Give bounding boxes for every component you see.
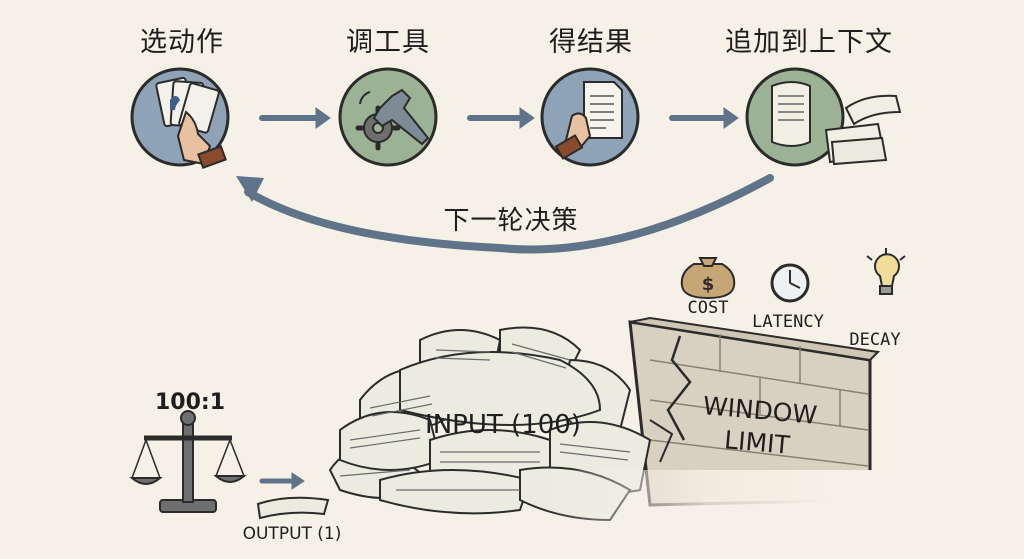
loop-arrow: [236, 174, 774, 254]
balance-scale-icon: [129, 410, 247, 513]
step-1-circle: [130, 67, 230, 169]
output-arrow: [259, 472, 305, 490]
paper-lines: [339, 343, 631, 491]
window-limit-wall: [628, 316, 881, 507]
hand-cards-icon: [155, 76, 227, 169]
flow-arrow-3: [669, 107, 739, 129]
svg-text:$: $: [702, 274, 715, 295]
output-label: OUTPUT (1): [242, 524, 342, 544]
input-label: INPUT (100): [425, 410, 581, 440]
flow-arrow-2: [467, 107, 535, 129]
step-4-circle: [745, 67, 902, 167]
scroll-stack-icon: [771, 81, 902, 166]
step-2-title: 调工具: [346, 27, 430, 58]
latency-label: LATENCY: [752, 312, 824, 332]
decay-label: DECAY: [849, 330, 901, 350]
flow-arrow-1: [259, 107, 331, 129]
wrench-gear-icon: [355, 88, 430, 151]
ratio-label: 100:1: [154, 390, 226, 415]
output-paper: [256, 496, 330, 520]
hand-document-icon: [554, 81, 623, 160]
step-3-circle: [540, 67, 640, 167]
cost-label: COST: [687, 298, 729, 318]
money-bag-icon: $: [680, 257, 736, 300]
step-3-title: 得结果: [549, 27, 633, 58]
lightbulb-icon: [866, 248, 906, 295]
loop-label: 下一轮决策: [443, 206, 579, 236]
clock-icon: [770, 263, 810, 303]
step-1-title: 选动作: [140, 27, 224, 58]
step-4-title: 追加到上下文: [725, 27, 893, 58]
step-2-circle: [338, 67, 438, 167]
